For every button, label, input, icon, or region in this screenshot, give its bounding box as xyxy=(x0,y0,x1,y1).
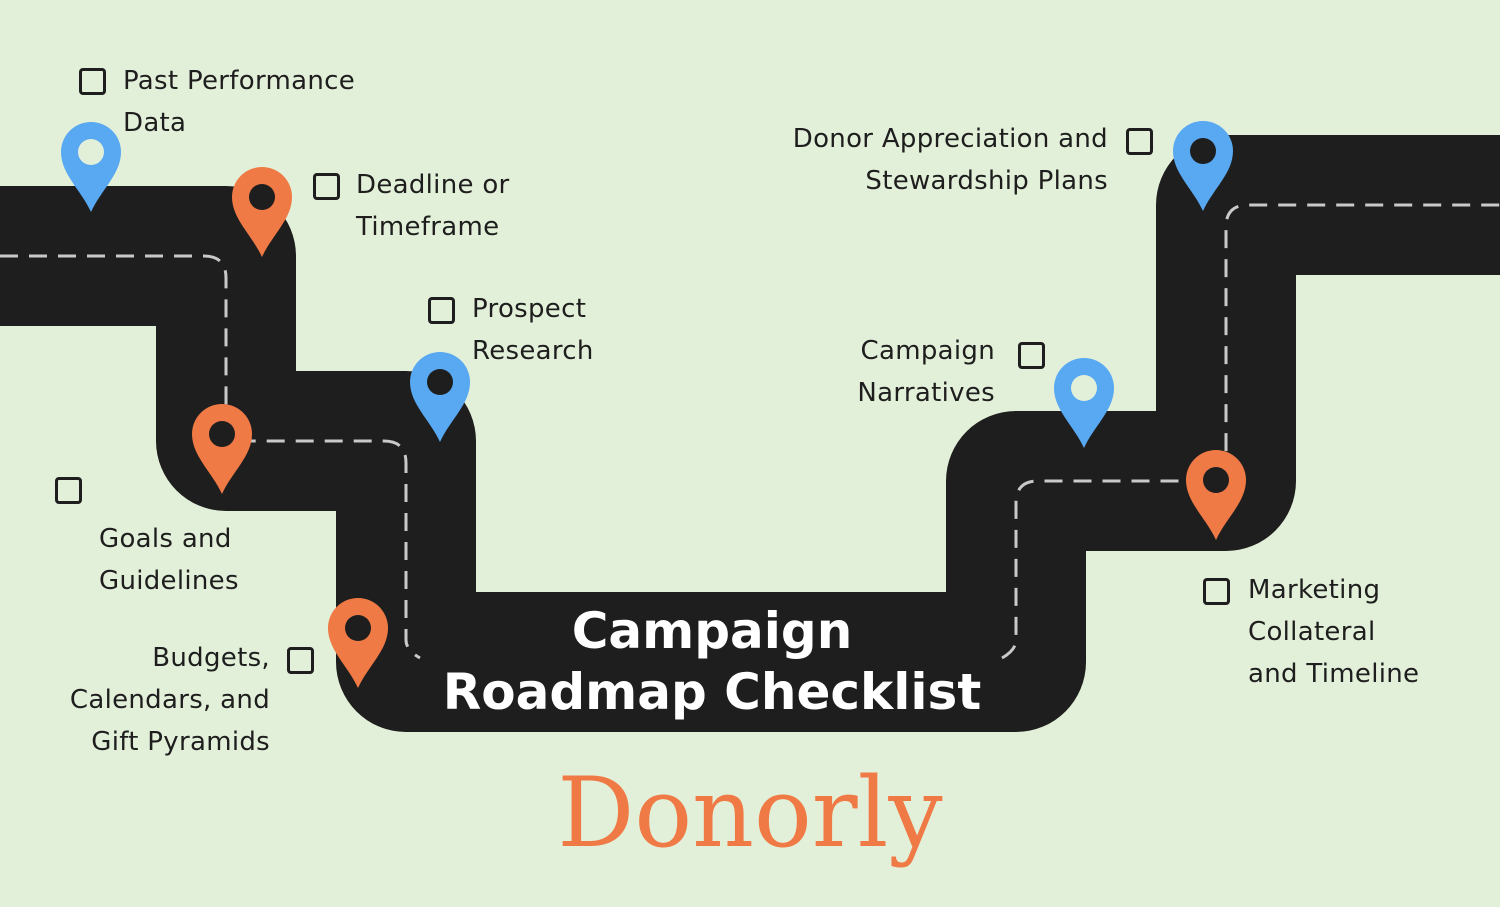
label-campaign-narratives: Campaign Narratives xyxy=(857,336,995,408)
checkbox-campaign-narratives[interactable] xyxy=(1018,342,1045,369)
brand-logo: Donorly xyxy=(557,757,943,869)
checkbox-deadline[interactable] xyxy=(313,173,340,200)
checkbox-budgets[interactable] xyxy=(287,647,314,674)
pin-marketing-collateral xyxy=(1186,450,1246,540)
checkbox-past-performance[interactable] xyxy=(79,68,106,95)
title-line-2: Roadmap Checklist xyxy=(442,663,982,721)
pin-donor-appreciation xyxy=(1173,121,1233,211)
label-donor-appreciation: Donor Appreciation and Stewardship Plans xyxy=(792,124,1108,196)
pin-budgets xyxy=(328,598,388,688)
label-marketing-collateral: Marketing Collateral and Timeline xyxy=(1248,575,1420,689)
pin-deadline xyxy=(232,167,292,257)
checkbox-donor-appreciation[interactable] xyxy=(1126,128,1153,155)
pin-goals xyxy=(192,404,252,494)
pin-past-performance xyxy=(61,122,121,212)
checkbox-prospect-research[interactable] xyxy=(428,297,455,324)
title-line-1: Campaign xyxy=(571,602,853,660)
checkbox-goals[interactable] xyxy=(55,477,82,504)
pin-prospect-research xyxy=(410,352,470,442)
checkbox-marketing-collateral[interactable] xyxy=(1203,578,1230,605)
label-budgets: Budgets, Calendars, and Gift Pyramids xyxy=(69,643,270,757)
label-past-performance: Past Performance Data xyxy=(123,66,356,138)
label-goals: Goals and Guidelines xyxy=(99,524,239,596)
label-prospect-research: Prospect Research xyxy=(472,294,594,366)
pin-campaign-narratives xyxy=(1054,358,1114,448)
label-deadline: Deadline or Timeframe xyxy=(356,170,510,242)
road xyxy=(0,135,1500,732)
